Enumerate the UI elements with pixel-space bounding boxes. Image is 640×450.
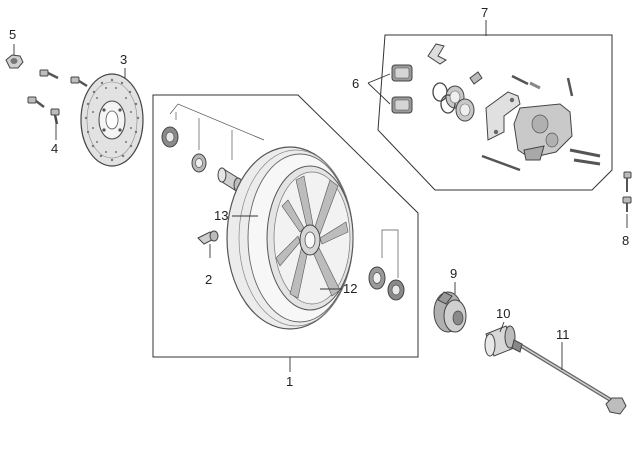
- exploded-leaders-left: [169, 103, 265, 160]
- callout-4: 4: [51, 141, 58, 156]
- brake-pads-part: [391, 64, 413, 114]
- callout-13: 13: [214, 208, 228, 223]
- callout-6: 6: [352, 76, 359, 91]
- callout-12: 12: [343, 281, 357, 296]
- callout-11: 11: [556, 327, 570, 342]
- tire-valve-part: [197, 230, 219, 245]
- caliper-bolt-part: [622, 171, 632, 212]
- callout-2: 2: [205, 272, 212, 287]
- bearing-right-part: [368, 266, 386, 290]
- exploded-leaders-right: [381, 229, 399, 278]
- disc-bolts-part: [27, 69, 88, 125]
- callout-5: 5: [9, 27, 16, 42]
- caliper-pistons-part: [432, 82, 475, 122]
- callout-10: 10: [496, 306, 510, 321]
- caliper-assembly-frame: [377, 34, 613, 191]
- pad-spring-part: [427, 43, 447, 65]
- callout-8: 8: [622, 233, 629, 248]
- callout-7: 7: [481, 5, 488, 20]
- caliper-bracket-part: [485, 91, 521, 141]
- oil-seal-right-part: [387, 279, 405, 301]
- oil-seal-left-part: [161, 126, 179, 148]
- front-axle-part: [511, 339, 627, 415]
- callout-1: 1: [286, 374, 293, 389]
- speedometer-gearbox-part: [433, 291, 467, 333]
- axle-spacer-part: [484, 325, 516, 357]
- callout-3: 3: [120, 52, 127, 67]
- rim-part: [266, 165, 354, 311]
- caliper-body-part: [513, 103, 573, 161]
- callout-leaders: [13, 20, 628, 372]
- brake-disc-part: [80, 73, 144, 167]
- flange-nut-part: [5, 54, 24, 69]
- wheel-assembly-frame: [152, 94, 419, 358]
- callout-9: 9: [450, 266, 457, 281]
- bearing-left-part: [191, 153, 207, 173]
- caliper-pins-part: [469, 71, 601, 172]
